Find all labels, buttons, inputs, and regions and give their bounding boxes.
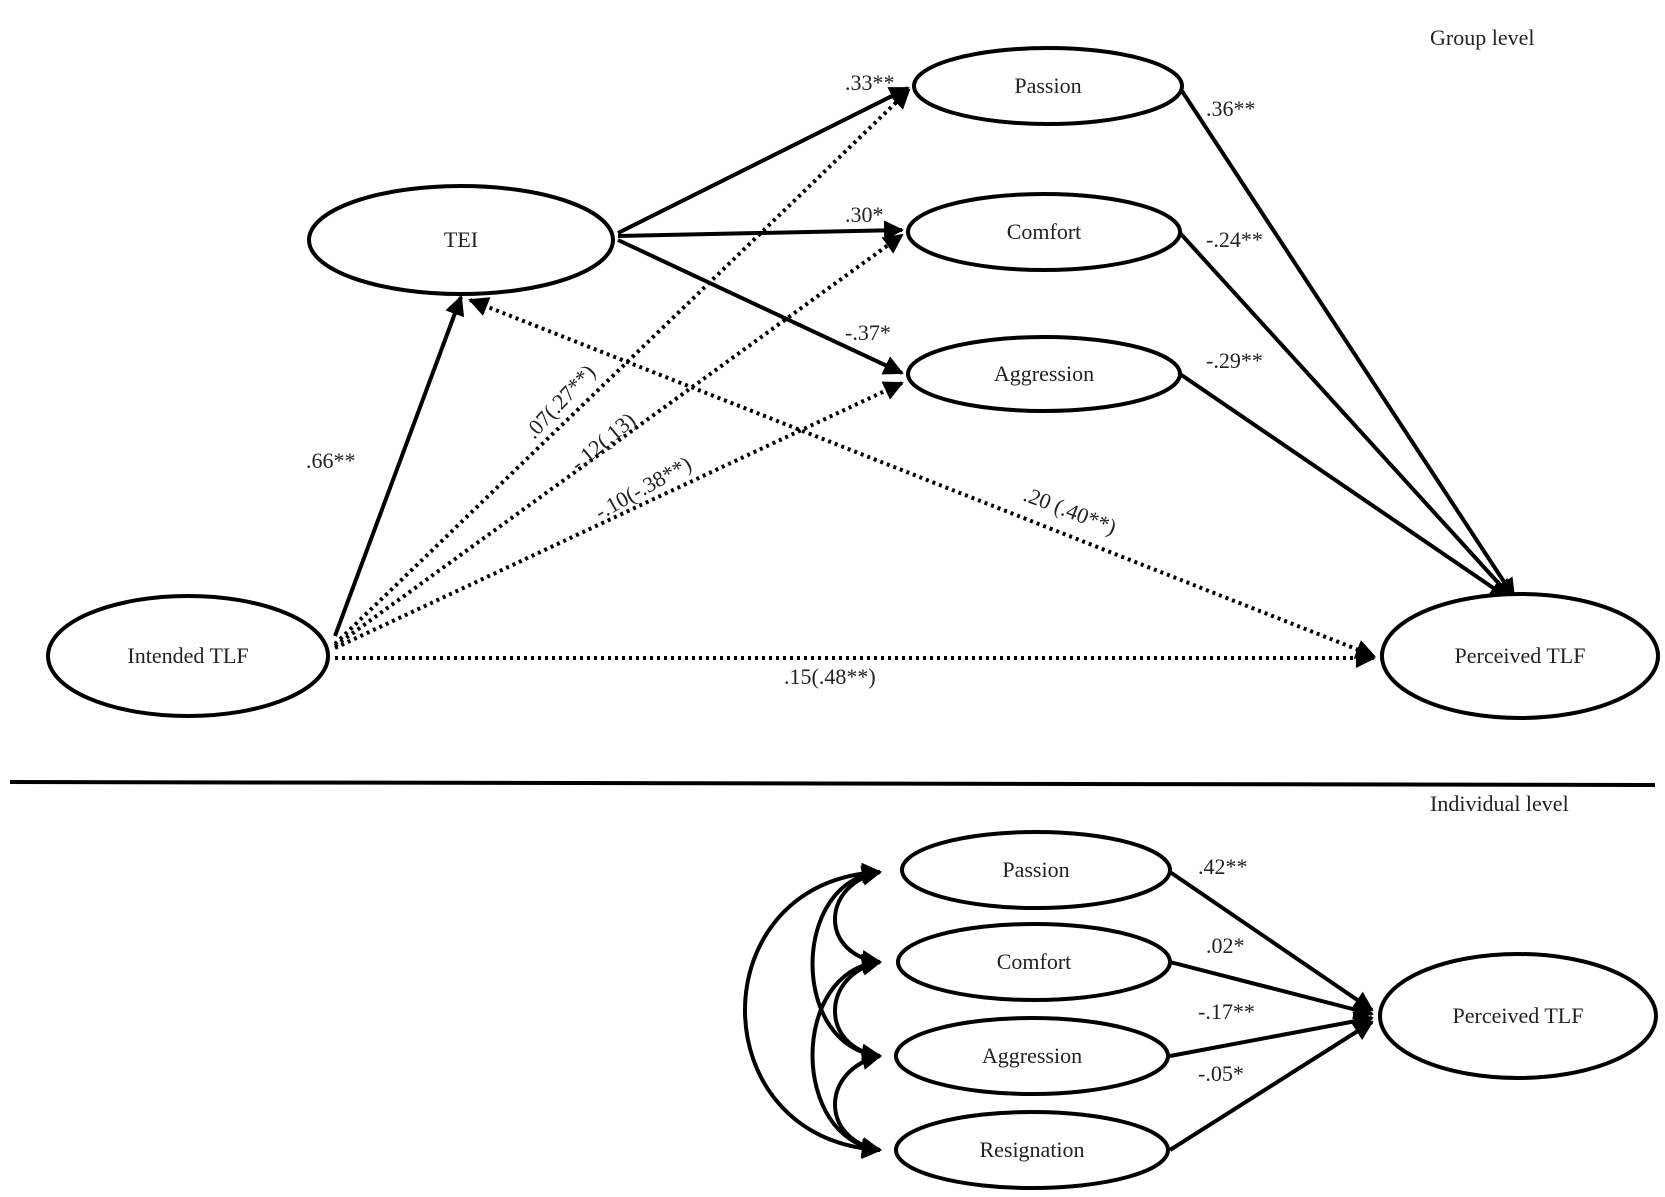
coef-ind-aggression: -.17** (1198, 999, 1255, 1024)
coef-intended-perceived: .15(.48**) (784, 664, 876, 689)
node-intended-tlf: Intended TLF (46, 594, 330, 718)
node-aggression-ind: Aggression (894, 1016, 1170, 1096)
level-divider (9, 780, 1656, 787)
coef-aggression-perceived: -.29** (1206, 348, 1263, 373)
node-tei: TEI (307, 184, 615, 296)
node-resignation-ind: Resignation (894, 1110, 1170, 1190)
svg-text:Perceived TLF: Perceived TLF (1453, 1003, 1584, 1028)
coef-tei-aggression: -.37* (845, 320, 891, 345)
node-perceived-tlf-ind: Perceived TLF (1378, 952, 1658, 1080)
coef-ind-resignation: -.05* (1198, 1061, 1244, 1086)
node-perceived-tlf-group: Perceived TLF (1380, 592, 1660, 720)
svg-text:Resignation: Resignation (979, 1137, 1084, 1162)
corr-passion-comfort (833, 866, 882, 970)
coef-ind-passion: .42** (1198, 854, 1248, 879)
corr-comfort-resignation (810, 953, 882, 1158)
path-tei-aggression (617, 238, 904, 375)
svg-text:Intended TLF: Intended TLF (127, 643, 248, 668)
svg-text:TEI: TEI (444, 227, 478, 252)
coef-ind-comfort: .02* (1206, 933, 1245, 958)
coef-comfort-perceived: -.24** (1206, 227, 1263, 252)
coef-intended-tei: .66** (306, 448, 356, 473)
coef-intended-comfort: -.12(.13) (565, 407, 640, 476)
path-ind-aggression-perceived (1169, 1011, 1374, 1058)
node-comfort-group: Comfort (906, 192, 1182, 272)
node-aggression-group: Aggression (906, 335, 1182, 413)
path-intended-tei (333, 295, 465, 637)
path-ind-resignation-perceived (1168, 1020, 1374, 1152)
node-passion-ind: Passion (900, 830, 1172, 910)
corr-aggression-resignation (833, 1050, 882, 1157)
svg-text:Aggression: Aggression (994, 361, 1094, 386)
coef-tei-comfort: .30* (845, 202, 884, 227)
corr-passion-resignation (743, 862, 882, 1159)
svg-text:Passion: Passion (1002, 857, 1069, 882)
individual-level-label: Individual level (1430, 791, 1569, 816)
coef-passion-perceived: .36** (1206, 96, 1256, 121)
svg-text:Aggression: Aggression (982, 1043, 1082, 1068)
group-level-label: Group level (1430, 25, 1534, 50)
path-tei-passion (617, 86, 910, 235)
path-passion-perceived (1178, 86, 1516, 599)
path-aggression-perceived (1178, 372, 1510, 600)
coef-tei-perceived: .20 (.40**) (1020, 481, 1120, 539)
path-tei-perceived (468, 297, 1376, 659)
path-ind-comfort-perceived (1169, 960, 1374, 1020)
path-intended-passion (333, 88, 911, 646)
path-comfort-perceived (1178, 231, 1514, 600)
node-passion-group: Passion (912, 46, 1184, 126)
node-comfort-ind: Comfort (896, 922, 1172, 1002)
coef-tei-passion: .33** (845, 70, 895, 95)
svg-text:Perceived TLF: Perceived TLF (1455, 643, 1586, 668)
svg-text:Passion: Passion (1014, 73, 1081, 98)
corr-passion-aggression (810, 863, 882, 1065)
svg-text:Comfort: Comfort (997, 949, 1072, 974)
svg-text:Comfort: Comfort (1007, 219, 1082, 244)
path-tei-comfort (617, 220, 904, 241)
path-ind-passion-perceived (1168, 870, 1374, 1012)
